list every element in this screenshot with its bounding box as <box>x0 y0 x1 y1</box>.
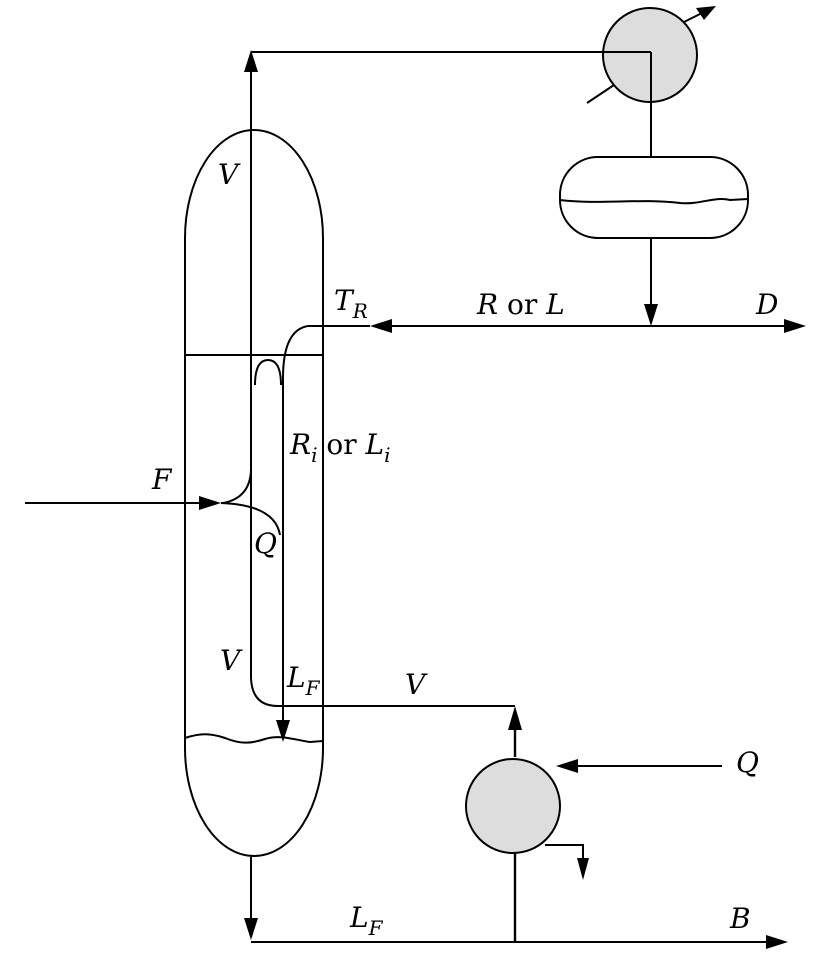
label-reflux-temp: TR <box>334 284 368 323</box>
feed-arrowhead <box>199 496 221 510</box>
reflux-drum <box>559 156 749 239</box>
sump-arrowhead <box>276 720 290 742</box>
column-vessel <box>184 129 324 857</box>
label-vapor-reboiler: V <box>405 668 428 701</box>
label-feed-heat: Q <box>254 527 277 560</box>
reflux-drum-liquid-level <box>559 198 749 205</box>
label-internal-reflux: Ri or Li <box>289 428 391 467</box>
label-liquid-feed: LF <box>286 661 321 700</box>
feed-liquid-curve <box>222 469 252 504</box>
liquid-to-bottom <box>250 677 515 707</box>
vapor-arrowhead <box>244 50 258 72</box>
reboiler <box>465 758 561 854</box>
label-reflux: R or L <box>476 288 565 321</box>
reboiler-condensate-line <box>545 844 584 860</box>
bottoms-arrowhead <box>766 935 788 949</box>
reflux-hook <box>254 358 282 386</box>
label-reboiler-heat: Q <box>736 746 759 779</box>
label-bottoms-liquid: LF <box>349 901 384 940</box>
reflux-arrowhead <box>370 319 392 333</box>
column-bottom-arrowhead <box>244 918 258 940</box>
label-bottoms: B <box>729 902 751 935</box>
reboiler-condensate-arrowhead <box>577 858 589 880</box>
coolant-out-arrowhead <box>696 6 716 20</box>
label-distillate: D <box>755 288 778 321</box>
column-liquid-level <box>184 733 324 744</box>
feed-heat-curve <box>220 502 281 536</box>
coolant-in-line <box>586 84 615 104</box>
label-vapor-top: V <box>218 158 241 191</box>
drum-outlet-arrowhead <box>644 304 658 326</box>
heat-in-arrowhead <box>556 759 578 773</box>
distillate-arrowhead <box>784 319 806 333</box>
internal-reflux-pipe <box>282 325 323 690</box>
label-vapor-bottom: V <box>220 644 243 677</box>
label-feed: F <box>151 463 173 496</box>
reboiler-vapor-arrowhead <box>508 706 522 730</box>
